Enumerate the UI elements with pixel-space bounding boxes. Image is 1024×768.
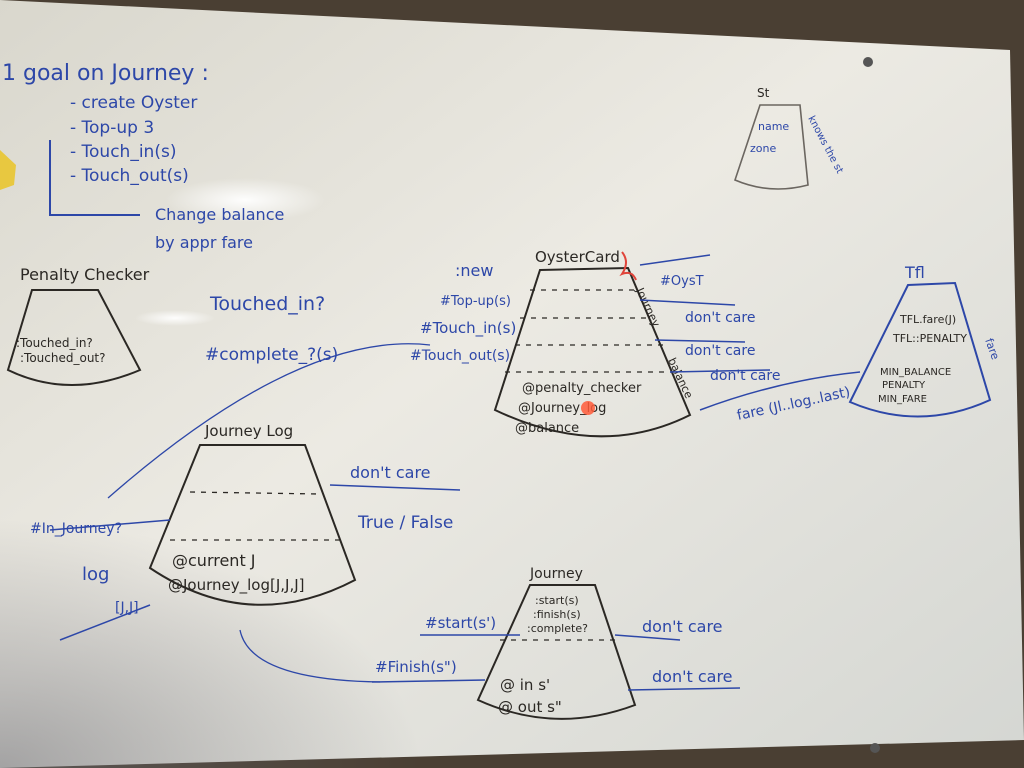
goal-heading: 1 goal on Journey :: [2, 61, 209, 86]
light-glare: [165, 178, 325, 222]
journey-log-diagram: Journey Log @current J @Journey_log[J,J,…: [30, 343, 461, 641]
oyster-call-right: don't care: [710, 368, 780, 384]
journey-method: :finish(s): [533, 608, 581, 621]
journey-reply: don't care: [652, 667, 733, 686]
oystercard-title: OysterCard: [535, 248, 620, 266]
goal-line: - create Oyster: [70, 93, 197, 113]
goal-line: - Top-up 3: [70, 118, 154, 138]
tfl-shape: [848, 281, 992, 418]
penalty-method: :Touched_in?: [16, 336, 93, 350]
call-line: [627, 687, 741, 691]
tfl-line: MIN_FARE: [878, 394, 927, 405]
goal-section: 1 goal on Journey : - create Oyster - To…: [2, 61, 284, 252]
board-screw-icon: [870, 743, 880, 753]
st-line: name: [758, 120, 789, 133]
oyster-field: @balance: [515, 421, 579, 436]
goal-line: - Touch_in(s): [70, 142, 176, 162]
call-line: [614, 634, 681, 641]
journey-log-call: #In_Journey?: [30, 521, 122, 537]
st-shape: [734, 104, 809, 190]
call-line: [639, 254, 711, 266]
oyster-field: @penalty_checker: [522, 381, 642, 396]
tfl-line: TFL.fare(J): [899, 313, 956, 326]
journey-title: Journey: [529, 566, 583, 582]
journey-log-title: Journey Log: [204, 422, 293, 440]
journey-link: [239, 629, 381, 683]
journey-log-shape: [148, 444, 357, 606]
sticky-note: [0, 150, 16, 190]
oyster-call-left: #Touch_out(s): [410, 348, 510, 364]
tfl-arrow: [699, 371, 861, 411]
oyster-call-right: #OysT: [660, 274, 704, 289]
oyster-call-right: don't care: [685, 310, 755, 326]
st-title: St: [757, 86, 770, 100]
shadow: [0, 520, 420, 768]
board-screw-icon: [863, 57, 873, 67]
tfl-title: Tfl: [904, 263, 925, 282]
goal-line: - Touch_out(s): [70, 166, 189, 186]
complete-note: #complete_?(s): [205, 345, 338, 365]
journey-call: #Finish(s"): [375, 658, 457, 676]
tfl-line: PENALTY: [882, 380, 926, 391]
tfl-line: MIN_BALANCE: [880, 367, 951, 378]
journey-diagram: Journey :start(s) :finish(s) :complete? …: [239, 566, 741, 720]
call-line: [639, 299, 736, 306]
tfl-line: TFL::PENALTY: [892, 332, 967, 345]
journey-log-reply: True / False: [357, 513, 453, 533]
oyster-call-left: #Touch_in(s): [420, 319, 516, 338]
goal-arrow: [49, 140, 140, 216]
light-glare-small: [135, 310, 215, 326]
red-mark: [619, 251, 637, 281]
call-line: [59, 604, 151, 641]
call-line: [371, 679, 486, 683]
st-line: zone: [750, 142, 776, 155]
oyster-call-right: don't care: [685, 343, 755, 359]
penalty-checker-diagram: Penalty Checker :Touched_in? :Touched_ou…: [6, 265, 338, 386]
journey-log-bottom: log: [82, 564, 109, 585]
call-line: [669, 369, 771, 373]
journey-shape: [476, 584, 637, 720]
call-line: [329, 484, 461, 491]
penalty-checker-shape: [6, 289, 142, 386]
journey-field: @ in s': [500, 676, 550, 694]
journey-method: :complete?: [527, 622, 588, 635]
journey-log-link: [107, 343, 431, 499]
penalty-method: :Touched_out?: [20, 351, 106, 365]
journey-log-field: @current J: [172, 551, 256, 570]
journey-log-reply: don't care: [350, 463, 431, 482]
journey-log-field: @Journey_log[J,J,J]: [168, 576, 305, 595]
journey-field: @ out s": [498, 698, 562, 716]
oyster-call-left: :new: [455, 261, 493, 280]
penalty-checker-title: Penalty Checker: [20, 265, 150, 284]
journey-reply: don't care: [642, 617, 723, 636]
call-line: [49, 519, 171, 531]
goal-result: Change balance: [155, 205, 284, 224]
call-line: [654, 339, 746, 343]
goal-result: by appr fare: [155, 233, 253, 252]
reflection-light: [581, 401, 595, 415]
oyster-call-left: #Top-up(s): [440, 294, 511, 309]
oystercard-shape: [493, 266, 692, 438]
journey-call: #start(s'): [425, 614, 496, 632]
journey-method: :start(s): [535, 594, 579, 607]
touched-in-note: Touched_in?: [209, 293, 325, 315]
